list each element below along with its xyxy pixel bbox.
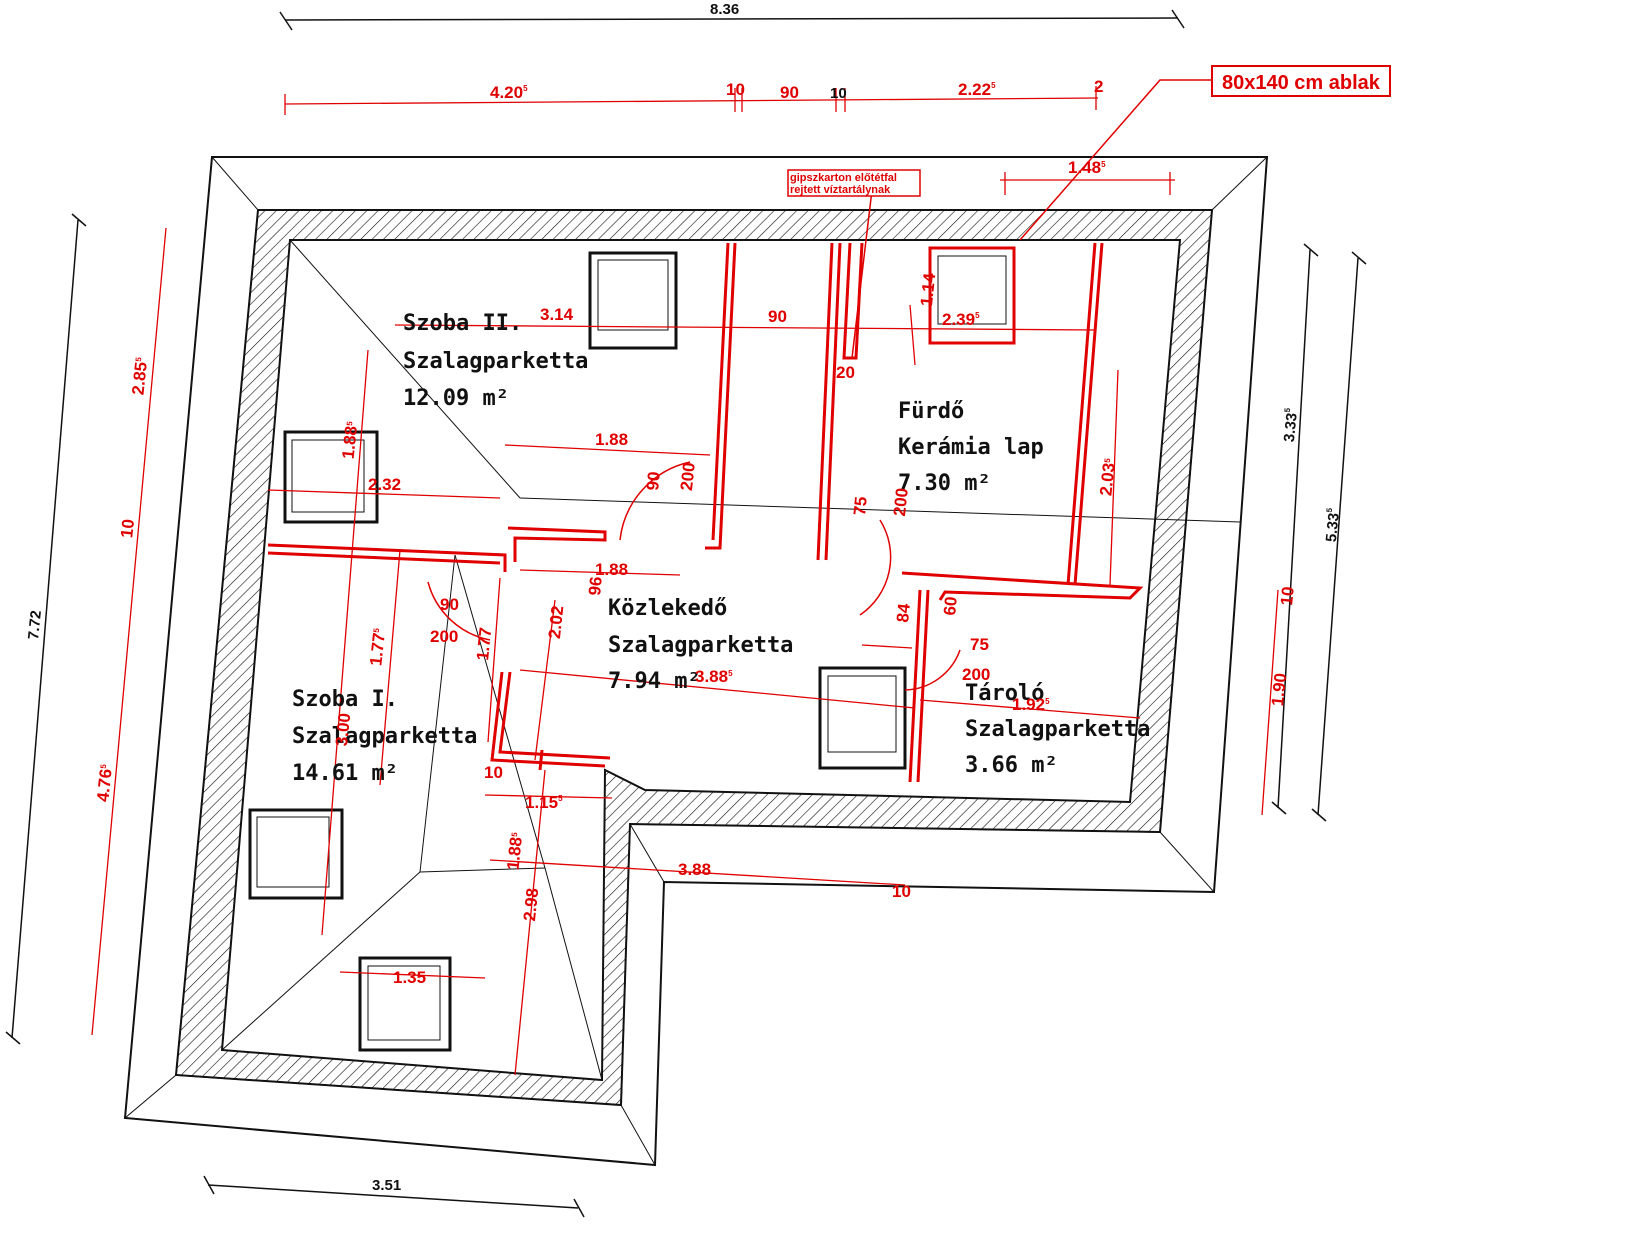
dim-label: 90 xyxy=(440,595,459,614)
dim-overall-top: 8.36 xyxy=(710,1,739,18)
room-name: Szoba I. xyxy=(292,687,398,712)
dim-bottom: 3.51 xyxy=(372,1177,401,1194)
dim-label: 2.98 xyxy=(520,887,542,922)
roof-window xyxy=(928,246,1016,345)
dim-label: 1.35 xyxy=(393,968,426,987)
dim-label: 1.88 xyxy=(595,430,628,449)
dim-label: 2.225 xyxy=(958,80,996,99)
dim-label: 4.765 xyxy=(93,763,116,803)
room-floor: Szalagparketta xyxy=(965,717,1150,742)
dim-label: 3.00 xyxy=(332,712,354,747)
roof-ridges xyxy=(221,239,1241,1081)
room-szoba-ii: Szoba II. Szalagparketta 12.09 m² xyxy=(403,311,588,411)
dim-label: 20 xyxy=(836,363,855,382)
dim-label: 2.02 xyxy=(545,605,567,640)
dim-overall-left: 7.72 xyxy=(25,610,45,641)
dim-label: 1.155 xyxy=(525,793,563,812)
dim-label: 1.90 xyxy=(1268,672,1290,707)
dim-label: 10 xyxy=(117,518,138,539)
red-dimension-lines xyxy=(91,86,1279,1076)
dim-label: 3.885 xyxy=(695,667,733,686)
black-dimension-labels: 8.36 7.72 5.335 3.335 3.51 xyxy=(25,1,1343,1194)
room-name: Közlekedő xyxy=(608,596,727,621)
dim-label: 75 xyxy=(850,496,871,517)
dim-label: 1.775 xyxy=(366,627,389,667)
door-swings xyxy=(427,461,961,691)
dim-label: 1.485 xyxy=(1068,158,1106,177)
dim-label: 75 xyxy=(970,635,989,654)
note-line-1: gipszkarton előtétfal xyxy=(790,172,897,184)
room-area: 7.94 m² xyxy=(608,669,701,694)
red-dimension-labels: 4.205 10 90 10 2.225 2 1.485 2.855 10 4.… xyxy=(93,77,1298,987)
dim-label: 200 xyxy=(890,487,912,517)
dim-label: 1.77 xyxy=(473,627,495,662)
dim-label: 1.885 xyxy=(339,420,362,460)
dim-label: 1.88 xyxy=(595,560,628,579)
dim-label: 2.035 xyxy=(1096,457,1119,497)
dim-right-outer: 5.335 xyxy=(1322,507,1343,543)
interior-partitions xyxy=(267,242,1144,783)
room-floor: Szalagparketta xyxy=(403,349,588,374)
room-name: Szoba II. xyxy=(403,311,522,336)
note-box xyxy=(787,169,921,197)
dim-label: 10 xyxy=(830,85,847,102)
room-name: Fürdő xyxy=(898,399,964,424)
dim-label: 2.395 xyxy=(942,310,980,329)
dim-label: 3.88 xyxy=(678,860,711,879)
room-furdo: Fürdő Kerámia lap 7.30 m² xyxy=(898,399,1044,496)
room-area: 3.66 m² xyxy=(965,753,1058,778)
note-line-2: rejtett víztartálynak xyxy=(790,184,891,196)
dim-label: 1.885 xyxy=(503,831,526,871)
roof-windows xyxy=(248,246,1016,1052)
dim-label: 1.925 xyxy=(1012,695,1050,714)
dim-label: 10 xyxy=(484,763,503,782)
dim-label: 4.205 xyxy=(490,83,528,102)
dim-label: 2.855 xyxy=(128,356,151,396)
dim-label: 1.14 xyxy=(917,272,939,307)
dim-label: 90 xyxy=(768,307,787,326)
dim-label: 3.14 xyxy=(540,305,574,324)
dim-label: 90 xyxy=(780,83,799,102)
room-tarolo: Tároló Szalagparketta 3.66 m² xyxy=(965,681,1150,778)
dim-label: 90 xyxy=(643,471,664,492)
dim-label: 200 xyxy=(677,461,699,491)
dim-label: 96 xyxy=(585,576,606,597)
exterior-wall xyxy=(174,209,1214,1107)
dim-label: 200 xyxy=(962,665,990,684)
room-area: 12.09 m² xyxy=(403,386,509,411)
callout-window-label: 80x140 cm ablak xyxy=(1222,72,1381,94)
callout-leader xyxy=(851,79,1212,359)
callout-box xyxy=(1211,65,1391,97)
room-floor: Szalagparketta xyxy=(608,633,793,658)
dim-label: 10 xyxy=(726,80,745,99)
dim-label: 60 xyxy=(940,596,961,617)
room-floor: Kerámia lap xyxy=(898,435,1044,460)
black-dimension-lines xyxy=(5,9,1367,1218)
roof-window xyxy=(588,251,678,350)
room-kozlekedo: Közlekedő Szalagparketta 7.94 m² xyxy=(608,596,793,694)
room-szoba-i: Szoba I. Szalagparketta 14.61 m² xyxy=(292,687,477,786)
dim-label: 2 xyxy=(1094,77,1103,96)
dim-right-inner: 3.335 xyxy=(1280,407,1301,443)
dim-label: 10 xyxy=(892,882,911,901)
dim-label: 2.32 xyxy=(368,475,401,494)
dim-label: 10 xyxy=(1277,586,1298,607)
room-name: Tároló xyxy=(965,681,1044,706)
room-area: 7.30 m² xyxy=(898,471,991,496)
room-area: 14.61 m² xyxy=(292,761,398,786)
roof-window xyxy=(818,666,907,770)
room-floor: Szalagparketta xyxy=(292,724,477,749)
dim-label: 84 xyxy=(893,602,914,623)
dim-label: 200 xyxy=(430,627,458,646)
roof-window xyxy=(283,430,379,524)
